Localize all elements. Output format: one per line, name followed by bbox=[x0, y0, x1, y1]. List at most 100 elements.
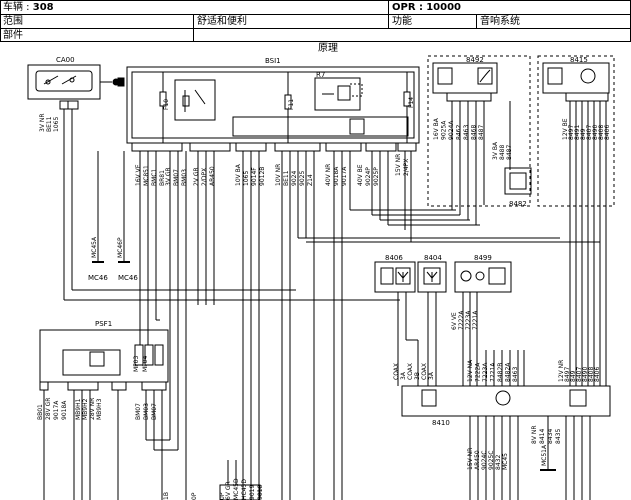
wire-label-ca00-wires-0: 3V NR bbox=[39, 114, 46, 133]
wire-label-w8410b-6: 8406 bbox=[594, 367, 601, 382]
bsi1-box bbox=[126, 66, 420, 144]
antenna-icon-8406 bbox=[395, 267, 411, 285]
label-f11: F11 bbox=[288, 99, 295, 110]
scope-label: 范围 bbox=[3, 16, 23, 27]
wire-label-w8410c-1: AR450 bbox=[474, 450, 481, 470]
wire-label-psf-wires-a-2: 9017A bbox=[53, 400, 60, 420]
c8499-box bbox=[454, 261, 512, 293]
music-icon-8410 bbox=[569, 389, 587, 407]
wire-label-w8410a-4: 8482B bbox=[497, 363, 504, 382]
wire-label-w8410a-2: 7223A bbox=[482, 362, 489, 382]
cd-icon-8415 bbox=[580, 68, 596, 84]
wire-label-w8410d-1: 8414 bbox=[539, 429, 546, 444]
label-f10: F10 bbox=[163, 99, 170, 110]
label-bsi1: BSI1 bbox=[265, 57, 281, 65]
relay-r7 bbox=[314, 77, 361, 111]
wire-label-psf-wires-b-2: 28V NR bbox=[89, 398, 96, 420]
wire-label-bsi-wires-g-0: 40V BE bbox=[357, 164, 364, 186]
wire-label-w8499-3: 7221A bbox=[472, 310, 479, 330]
wire-label-w8410a-5: 8482A bbox=[505, 362, 512, 382]
wire-label-psf-inner-1: MF04 bbox=[142, 356, 149, 372]
wire-label-bsi-wires-c-0: 2V GR bbox=[193, 167, 200, 186]
wire-label-psf-wires-a-0: BB01 bbox=[37, 404, 44, 420]
wire-label-ca00-wires-2: 1065 bbox=[53, 117, 60, 132]
wire-label-w8482-2: 8487 bbox=[506, 145, 513, 160]
wire-label-w8415-4: 8407 bbox=[586, 125, 593, 140]
wire-label-w8410b-1: 8497 bbox=[564, 367, 571, 382]
opr-value: 10000 bbox=[426, 2, 461, 13]
wire-label-w8410a-3: 7221A bbox=[490, 362, 497, 382]
wire-label-w8410c-0: 15V NR bbox=[467, 448, 474, 470]
wire-label-w8410c-5: MC45 bbox=[502, 453, 509, 470]
wire-label-bsi-wires-a-2: BMC1 bbox=[151, 169, 158, 186]
wire-label-bsi-wires-d-0: 10V BA bbox=[235, 163, 242, 186]
wire-label-w8499-1: 7222A bbox=[458, 310, 465, 330]
radio-icon-8410 bbox=[421, 389, 437, 407]
part-label: 部件 bbox=[3, 30, 23, 41]
wire-label-w8410b-3: 8407 bbox=[576, 367, 583, 382]
opr-label: OPR : bbox=[392, 2, 424, 13]
ca00-connector bbox=[59, 100, 79, 110]
wire-label-w8492-5: 8468 bbox=[471, 125, 478, 140]
wire-label-w8410b-0: 12V NR bbox=[558, 360, 565, 382]
wire-label-w8492-0: 16V BA bbox=[433, 117, 440, 140]
wire-label-w8415-0: 12V BE bbox=[562, 118, 569, 140]
wire-label-coax-1: 3A bbox=[400, 371, 407, 380]
wire-label-w8410d-2: 8434 bbox=[547, 429, 554, 444]
wire-label-w8410b-2: 849 bbox=[570, 370, 577, 382]
wire-label-bsi-wires-f-2: 9017A bbox=[341, 166, 348, 186]
wire-label-bottom-wires-2: HC45D bbox=[241, 479, 248, 500]
wire-label-w8410a-6: 8463 bbox=[512, 367, 519, 382]
wire-label-w8410a-1: 7222A bbox=[475, 362, 482, 382]
wire-label-w8415-1: 8497 bbox=[568, 125, 575, 140]
relay-block bbox=[174, 79, 216, 121]
label-mc51a: MC51A bbox=[541, 444, 548, 466]
wire-label-bsi-wires-f-0: 40V NR bbox=[325, 164, 332, 186]
wire-label-w8410a-0: 12V NA bbox=[467, 359, 474, 382]
wire-label-w8492-2: 9024A bbox=[448, 120, 455, 140]
c8410-box bbox=[401, 385, 611, 417]
cd-icon-8410 bbox=[495, 390, 511, 406]
wire-label-psf-wires-a-1: 28V GR bbox=[45, 398, 52, 420]
wire-label-w8499-0: 6V VE bbox=[451, 312, 458, 330]
label-8499: 8499 bbox=[474, 254, 492, 262]
opr-cell: OPR : 10000 bbox=[392, 1, 461, 14]
bsi-chip-icon bbox=[349, 118, 365, 135]
label-f14: F14 bbox=[408, 97, 415, 108]
wire-label-bottom-wires-4: 9018 bbox=[257, 485, 264, 500]
wire-label-w8410d-3: 8435 bbox=[555, 429, 562, 444]
wire-label-bsi-wires-g-2: 9025P bbox=[373, 167, 380, 186]
function-value: 音响系统 bbox=[480, 16, 520, 27]
psf1-module bbox=[62, 349, 121, 376]
wire-label-bsi-wires-a-3: BR81 bbox=[159, 170, 166, 186]
label-8492: 8492 bbox=[466, 56, 484, 64]
speaker-icon-8482 bbox=[509, 172, 527, 190]
label-mc46-a: MC46 bbox=[88, 274, 108, 282]
wire-label-coax-3: 3B bbox=[414, 372, 421, 380]
wire-label-coax-5: 3A bbox=[428, 371, 435, 380]
label-ca00: CA00 bbox=[56, 56, 75, 64]
wire-label-bottom-wires-0: 6V GR bbox=[225, 481, 232, 500]
wire-label-psf-wires-b-3: MB9H3 bbox=[96, 398, 103, 420]
music-icon-8499 bbox=[488, 267, 506, 285]
wire-label-bsi-wires-a-0: 16V VE bbox=[135, 164, 142, 186]
wire-label-w8415-7: 8406 bbox=[604, 125, 611, 140]
antenna-icon-8492 bbox=[477, 67, 493, 85]
wire-label-bsi-wires-g-1: 9024P bbox=[365, 167, 372, 186]
label-8482: 8482 bbox=[509, 200, 527, 208]
wire-label-bsi-wires-b-1: BM07 bbox=[173, 169, 180, 186]
wire-label-bottom-left-1: 0P bbox=[191, 492, 198, 500]
bsi-module bbox=[232, 116, 409, 137]
wire-label-w8415-5: 8490 bbox=[592, 125, 599, 140]
wire-label-w8415-6: 8408 bbox=[598, 125, 605, 140]
wire-label-psf-inner-0: MF03 bbox=[133, 356, 140, 372]
antenna-icon-8404 bbox=[423, 267, 441, 285]
function-label: 功能 bbox=[392, 16, 412, 27]
wire-label-w8410c-2: 9024C bbox=[481, 451, 488, 470]
vehicle-label: 车辆 : bbox=[3, 2, 30, 13]
wire-label-bsi-wires-b-2: BM03 bbox=[181, 169, 188, 186]
wire-label-bsi-wires-a-1: MC851 bbox=[143, 165, 150, 186]
wire-label-bsi-wires-c-1: 2/DPX bbox=[201, 168, 208, 186]
label-8404: 8404 bbox=[424, 254, 442, 262]
